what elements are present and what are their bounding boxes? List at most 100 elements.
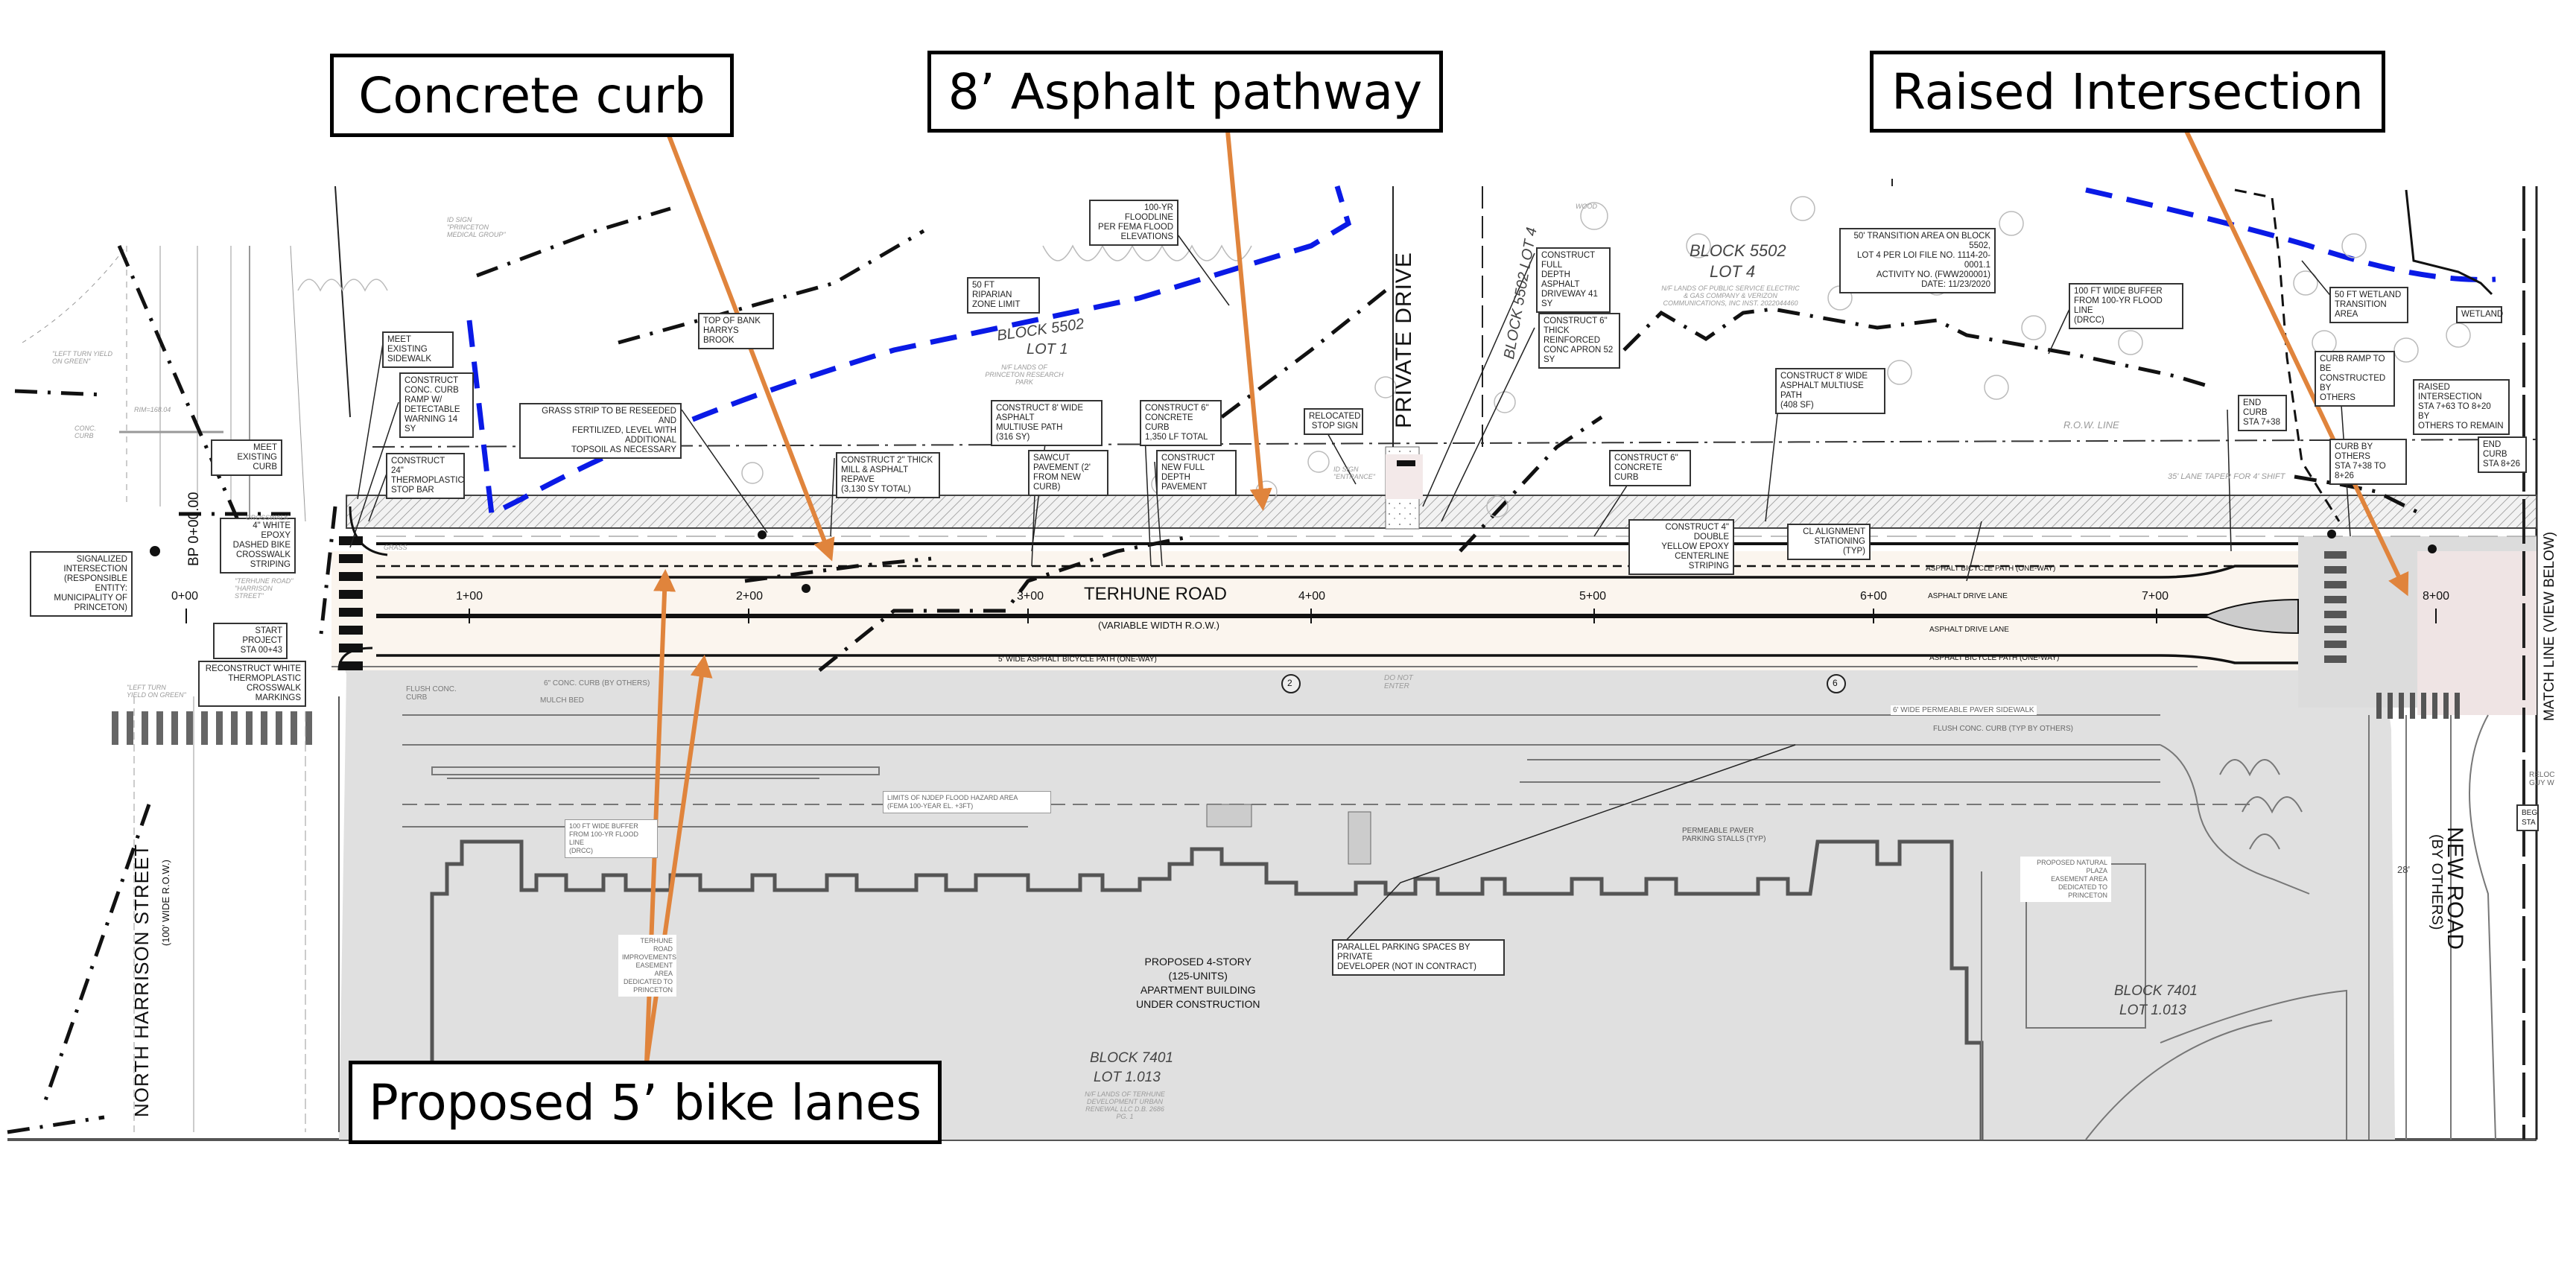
arrow-raised-intersection	[2184, 130, 2409, 597]
callout-raised-intersection: Raised Intersection	[1870, 51, 2385, 133]
do-not-enter-label: DO NOT ENTER	[1384, 674, 1413, 690]
crosswalk-east	[2324, 551, 2460, 719]
note-mulch-bed: MULCH BED	[540, 696, 584, 705]
terhune-road-label: TERHUNE ROAD	[1084, 584, 1228, 604]
parking-marker-2: 2	[1287, 678, 1292, 688]
note-cl-alignment: CL ALIGNMENT STATIONING (TYP)	[1787, 524, 1871, 560]
parcel-block5502-lot4-title: BLOCK 5502	[1690, 241, 1786, 260]
station-label: 8+00	[2423, 590, 2450, 603]
lane-label-drive-2: ASPHALT DRIVE LANE	[1929, 626, 2009, 634]
faint-left-turn-yield-2: "LEFT TURN YIELD ON GREEN"	[127, 684, 186, 699]
station-label: 1+00	[456, 590, 483, 603]
parcel-block7401-b-title: BLOCK 7401	[2114, 983, 2198, 999]
note-permeable-stalls: PERMEABLE PAVER PARKING STALLS (TYP)	[1682, 827, 1766, 843]
tree-symbols	[297, 196, 2471, 518]
north-harrison-row-label: (100' WIDE R.O.W.)	[160, 860, 171, 946]
station-label: 4+00	[1298, 590, 1326, 603]
station-label: 0+00	[171, 590, 199, 603]
note-floodline-fema: 100-YR FLOODLINE PER FEMA FLOOD ELEVATIO…	[1089, 200, 1178, 246]
note-sawcut: SAWCUT PAVEMENT (2' FROM NEW CURB)	[1028, 450, 1108, 496]
note-signalized: SIGNALIZED INTERSECTION (RESPONSIBLE ENT…	[30, 551, 133, 617]
note-stop-bar: CONSTRUCT 24" THERMOPLASTIC STOP BAR	[386, 453, 465, 499]
crosswalk-north-harrison	[112, 711, 312, 745]
parcel-block7401-lot: LOT 1.013	[1094, 1070, 1161, 1085]
lane-taper-label: 35' LANE TAPER FOR 4' SHIFT	[2168, 472, 2285, 481]
width-28-label: 28'	[2397, 864, 2410, 875]
lane-label-bike-wb: ASPHALT BICYCLE PATH (ONE-WAY)	[1926, 565, 2056, 573]
callout-asphalt-pathway: 8’ Asphalt pathway	[927, 51, 1443, 133]
faint-conc-curb: CONC. CURB	[74, 425, 96, 439]
note-transition-area: 50' TRANSITION AREA ON BLOCK 5502, LOT 4…	[1839, 228, 1996, 293]
property-lines	[1392, 179, 2525, 1140]
note-relocate-guy: RELOC GUY W	[2529, 771, 2555, 787]
faint-id-sign-entrance: ID SIGN "ENTRANCE"	[1333, 466, 1375, 480]
road-linework	[331, 439, 2537, 671]
parcel-block5502-lot1-lot: LOT 1	[1027, 341, 1068, 358]
parcel-block7401-b-lot: LOT 1.013	[2119, 1003, 2186, 1018]
note-start-project: START PROJECT STA 00+43	[213, 623, 288, 659]
note-multiuse-408: CONSTRUCT 8' WIDE ASPHALT MULTIUSE PATH …	[1775, 368, 1885, 414]
lane-label-drive-1: ASPHALT DRIVE LANE	[1928, 592, 2008, 600]
note-centerline: CONSTRUCT 4" DOUBLE YELLOW EPOXY CENTERL…	[1628, 519, 1734, 575]
bp-station-label: BP 0+00.00	[186, 492, 202, 567]
faint-id-sign-medical: ID SIGN "PRINCETON MEDICAL GROUP"	[447, 216, 506, 238]
site-parcel-fill	[339, 655, 2395, 1140]
faint-terhune-harrison: "TERHUNE ROAD" "HARRISON STREET"	[235, 577, 294, 600]
note-wetland: WETLAND	[2456, 306, 2503, 323]
note-mill-repave: CONSTRUCT 2" THICK MILL & ASPHALT REPAVE…	[836, 452, 940, 498]
terhune-row-label: (VARIABLE WIDTH R.O.W.)	[1098, 620, 1219, 631]
note-top-of-bank: TOP OF BANK HARRYS BROOK	[698, 313, 774, 349]
flush-curb-others-label: FLUSH CONC. CURB (TYP BY OTHERS)	[1933, 725, 2073, 733]
note-grass-strip: GRASS STRIP TO BE RESEEDED AND FERTILIZE…	[519, 403, 682, 459]
faint-rim: RIM=168.04	[134, 406, 171, 413]
station-ticks	[185, 609, 2437, 623]
callout-concrete-curb: Concrete curb	[330, 54, 734, 137]
parking-marker-6: 6	[1833, 678, 1838, 688]
match-line-label: MATCH LINE (VIEW BELOW)	[2542, 531, 2557, 721]
permeable-sidewalk-label: 6' WIDE PERMEABLE PAVER SIDEWALK	[1891, 705, 2037, 715]
new-road-sub-label: (BY OTHERS)	[2429, 834, 2445, 930]
site-linework	[402, 714, 2496, 1140]
wetland-transition-line	[2234, 188, 2341, 522]
note-end-curb-738: END CURB STA 7+38	[2238, 395, 2287, 431]
parcel-block5502-lot4-owner: N/F LANDS OF PUBLIC SERVICE ELECTRIC & G…	[1661, 285, 1800, 307]
callout-bike-lanes: Proposed 5’ bike lanes	[349, 1061, 942, 1144]
note-full-depth: CONSTRUCT NEW FULL DEPTH PAVEMENT	[1156, 450, 1237, 496]
fema-floodline-east	[2085, 187, 2496, 282]
note-curb-ramp-others: CURB RAMP TO BE CONSTRUCTED BY OTHERS	[2315, 351, 2395, 407]
apartment-building-outline	[430, 839, 1984, 1140]
survey-dots	[150, 460, 2437, 593]
note-reconstruct-crosswalk: RECONSTRUCT WHITE THERMOPLASTIC CROSSWAL…	[198, 661, 306, 707]
note-buffer-100-site: 100 FT WIDE BUFFER FROM 100-YR FLOOD LIN…	[565, 819, 658, 858]
note-wetland-transition: 50 FT WETLAND TRANSITION AREA	[2329, 287, 2408, 323]
faint-crosswalk: CROSSWALK	[246, 514, 289, 521]
note-easement-terhune: TERHUNE ROAD IMPROVEMENTS EASEMENT AREA …	[618, 935, 676, 997]
note-end-curb-826: END CURB STA 8+26	[2478, 436, 2527, 473]
parcel-block7401-owner: N/F LANDS OF TERHUNE DEVELOPMENT URBAN R…	[1085, 1090, 1165, 1120]
parcel-block5502-lot4-lot: LOT 4	[1710, 262, 1756, 281]
station-label: 7+00	[2142, 590, 2169, 603]
row-dash-dot-lines	[7, 206, 2423, 1134]
row-line-label: R.O.W. LINE	[2063, 419, 2119, 431]
parcel-block7401-title: BLOCK 7401	[1090, 1050, 1173, 1066]
stair-details	[1206, 804, 1371, 865]
faint-grass: GRASS	[384, 544, 407, 551]
north-harrison-label: NORTH HARRISON STREET	[130, 843, 153, 1117]
note-curb-ramp: CONSTRUCT CONC. CURB RAMP W/ DETECTABLE …	[399, 372, 474, 438]
station-label: 2+00	[736, 590, 764, 603]
lane-label-bike-5ft: 5' WIDE ASPHALT BICYCLE PATH (ONE-WAY)	[998, 655, 1157, 664]
note-buffer-100: 100 FT WIDE BUFFER FROM 100-YR FLOOD LIN…	[2069, 283, 2183, 329]
note-flush-curb: FLUSH CONC. CURB	[406, 685, 457, 702]
note-apron: CONSTRUCT 6" THICK REINFORCED CONC APRON…	[1538, 313, 1620, 369]
note-raised-intersection: RAISED INTERSECTION STA 7+63 TO 8+20 BY …	[2413, 379, 2510, 435]
faint-left-turn-yield-1: "LEFT TURN YIELD ON GREEN"	[52, 350, 113, 365]
note-flood-hazard: LIMITS OF NJDEP FLOOD HAZARD AREA (FEMA …	[883, 791, 1051, 813]
note-multiuse-316: CONSTRUCT 8' WIDE ASPHALT MULTIUSE PATH …	[991, 400, 1103, 446]
note-concrete-curb-6: CONSTRUCT 6" CONCRETE CURB 1,350 LF TOTA…	[1140, 400, 1222, 446]
note-meet-curb: MEET EXISTING CURB	[211, 439, 282, 476]
parcel-block5502-lot1-owner: N/F LANDS OF PRINCETON RESEARCH PARK	[985, 363, 1064, 386]
note-driveway: CONSTRUCT FULL DEPTH ASPHALT DRIVEWAY 41…	[1536, 247, 1611, 313]
note-riparian: 50 FT RIPARIAN ZONE LIMIT	[967, 277, 1040, 314]
